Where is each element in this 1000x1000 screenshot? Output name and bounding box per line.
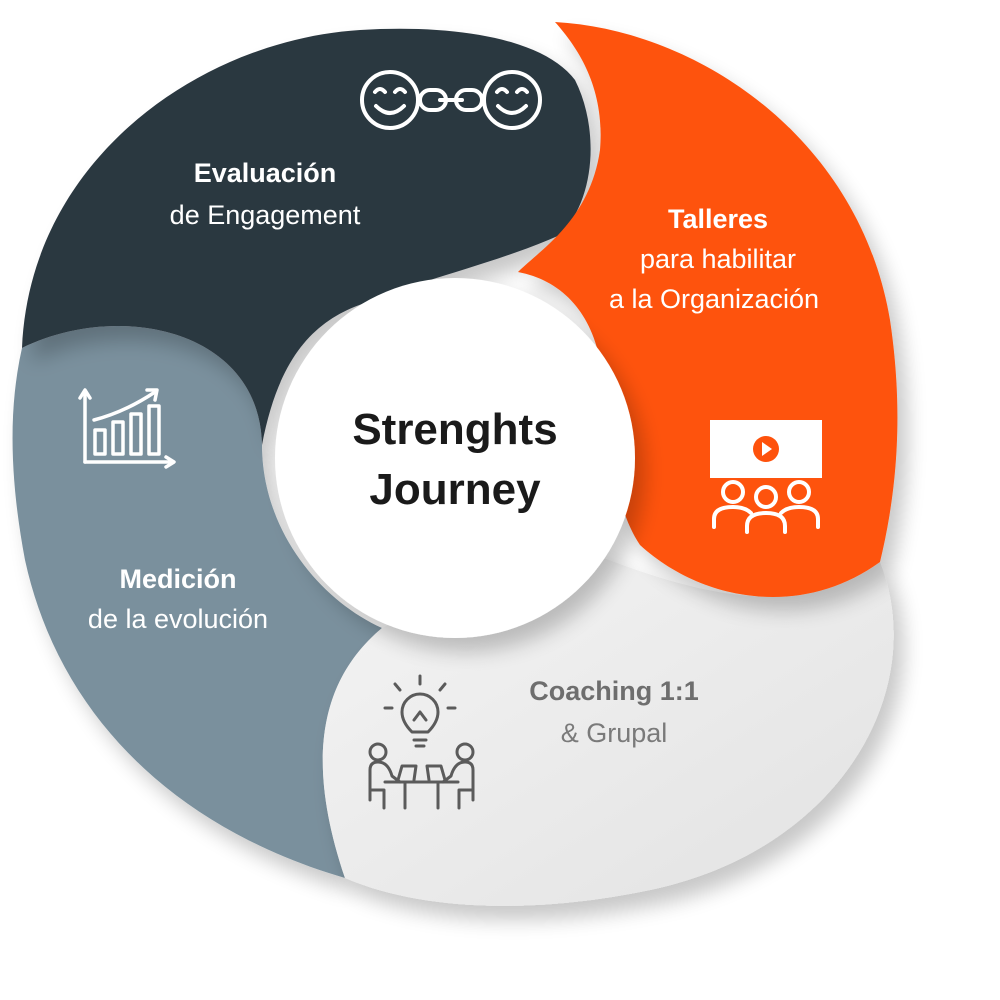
segment-evaluacion: [22, 28, 591, 446]
center-title-line1: Strenghts: [352, 405, 557, 454]
talleres-title: Talleres: [668, 204, 768, 234]
coaching-meeting-icon: [368, 674, 475, 810]
center-title-line2: Journey: [369, 465, 541, 514]
talleres-subtitle-line2: a la Organización: [609, 284, 819, 314]
growth-chart-icon: [78, 388, 176, 469]
center-circle: [275, 278, 635, 638]
segment-medicion: [12, 326, 382, 878]
coaching-title: Coaching 1:1: [529, 676, 699, 706]
presentation-audience-icon: [710, 420, 822, 534]
talleres-subtitle-line1: para habilitar: [640, 244, 796, 274]
coaching-subtitle: & Grupal: [561, 718, 668, 748]
linked-smileys-icon: [360, 70, 542, 130]
evaluacion-title: Evaluación: [194, 158, 337, 188]
evaluacion-subtitle: de Engagement: [170, 200, 361, 230]
medicion-subtitle: de la evolución: [88, 604, 268, 634]
medicion-title: Medición: [119, 564, 236, 594]
